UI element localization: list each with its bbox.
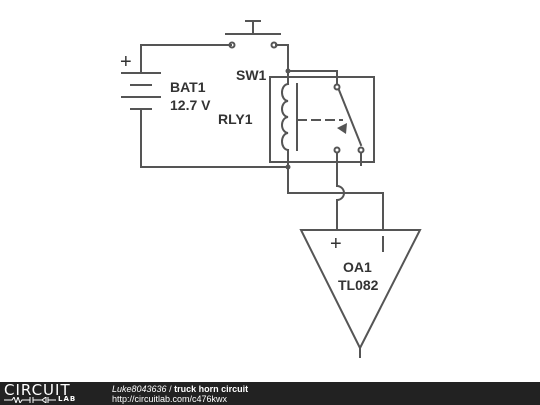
opamp-ref-label: OA1 [343,259,372,275]
circuit-title: truck horn circuit [174,384,249,394]
logo-text-circuit: CIRCUIT [4,381,71,399]
opamp-plus-symbol: + [330,233,342,255]
logo-circuit-icon [4,397,56,403]
meta-separator: / [166,384,175,394]
return-wires [140,152,384,231]
relay-ref-label: RLY1 [218,111,253,127]
circuit-meta: Luke8043636 / truck horn circuit http://… [112,384,248,404]
relay-rly1: RLY1 [218,68,375,170]
switch-sw1: SW1 [140,20,289,85]
schematic-canvas: + BAT1 12.7 V SW1 RLY1 [120,20,422,358]
switch-ref-label: SW1 [236,67,267,83]
opamp-oa1: + OA1 TL082 [299,229,422,358]
author-link[interactable]: Luke8043636 [112,384,167,394]
circuit-url[interactable]: http://circuitlab.com/c476kwx [112,394,228,404]
battery-value-label: 12.7 V [170,97,211,113]
circuitlab-logo[interactable]: CIRCUIT LAB [4,381,100,405]
footer-bar: CIRCUIT LAB Luke8043636 / truck horn cir… [0,382,540,405]
opamp-part-label: TL082 [338,277,379,293]
battery-plus-symbol: + [120,51,132,73]
logo-text-lab: LAB [58,395,77,403]
battery-ref-label: BAT1 [170,79,206,95]
battery-bat1: + BAT1 12.7 V [120,44,211,168]
